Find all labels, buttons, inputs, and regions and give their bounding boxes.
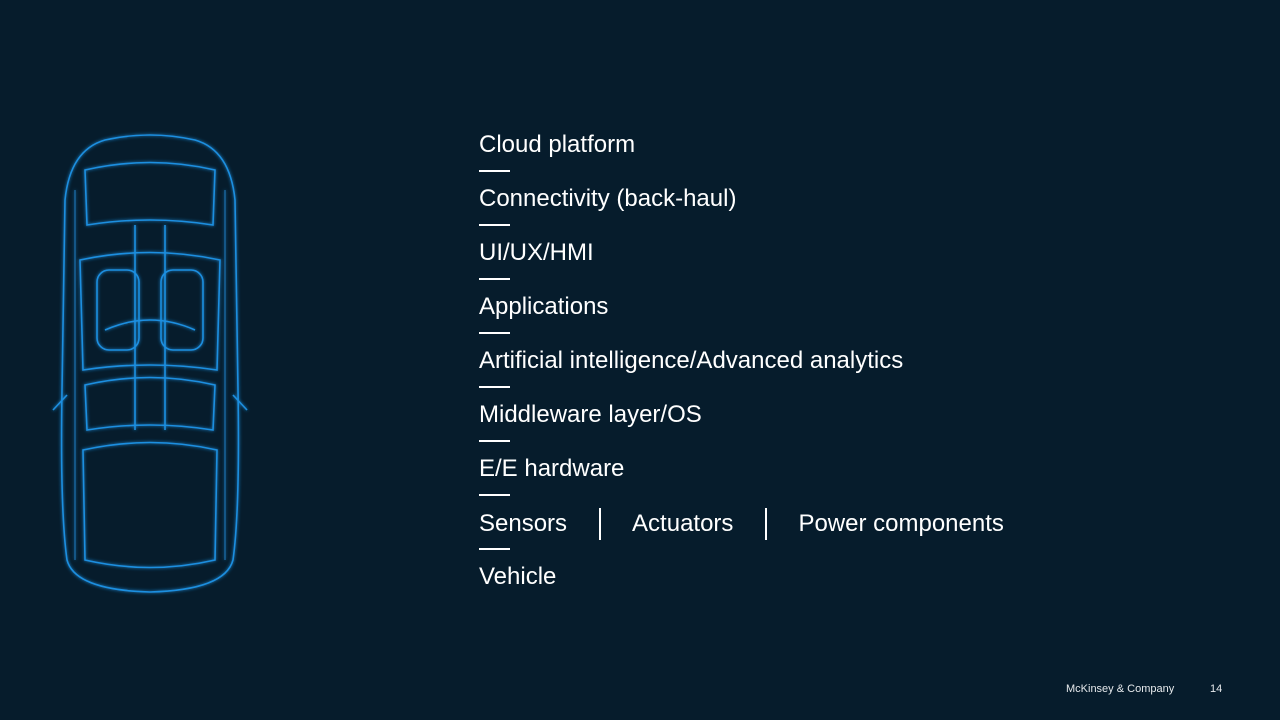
divider [479,224,510,226]
layer-label-power-components: Power components [798,510,1004,537]
layer-label: Artificial intelligence/Advanced analyti… [479,347,904,374]
layer-cloud-platform: Cloud platform [479,130,1004,184]
divider [479,278,510,280]
layer-label: Connectivity (back-haul) [479,185,737,212]
layer-components: Sensors Actuators Power components [479,508,1004,562]
layer-ai-analytics: Artificial intelligence/Advanced analyti… [479,346,1004,400]
layer-label: Middleware layer/OS [479,401,702,428]
layer-ee-hardware: E/E hardware [479,454,1004,508]
layer-middleware: Middleware layer/OS [479,400,1004,454]
layer-label-sensors: Sensors [479,510,568,537]
layer-applications: Applications [479,292,1004,346]
layer-label: Applications [479,293,609,320]
layer-vehicle: Vehicle [479,562,1004,616]
vertical-divider [599,508,602,540]
divider [479,548,510,550]
divider [479,170,510,172]
layer-connectivity: Connectivity (back-haul) [479,184,1004,238]
layer-ui-ux-hmi: UI/UX/HMI [479,238,1004,292]
layer-label: UI/UX/HMI [479,239,594,266]
car-wireframe-image [52,134,248,593]
divider [479,440,510,442]
layer-label: Cloud platform [479,131,636,158]
layer-label: Vehicle [479,563,557,590]
divider [479,386,510,388]
technology-stack: Cloud platform Connectivity (back-haul) … [479,130,1004,616]
vertical-divider [765,508,768,540]
layer-label: E/E hardware [479,455,625,482]
divider [479,332,510,334]
divider [479,494,510,496]
page-number: 14 [1210,683,1223,695]
layer-label-actuators: Actuators [632,510,734,537]
footer-company: McKinsey & Company [1066,683,1175,695]
